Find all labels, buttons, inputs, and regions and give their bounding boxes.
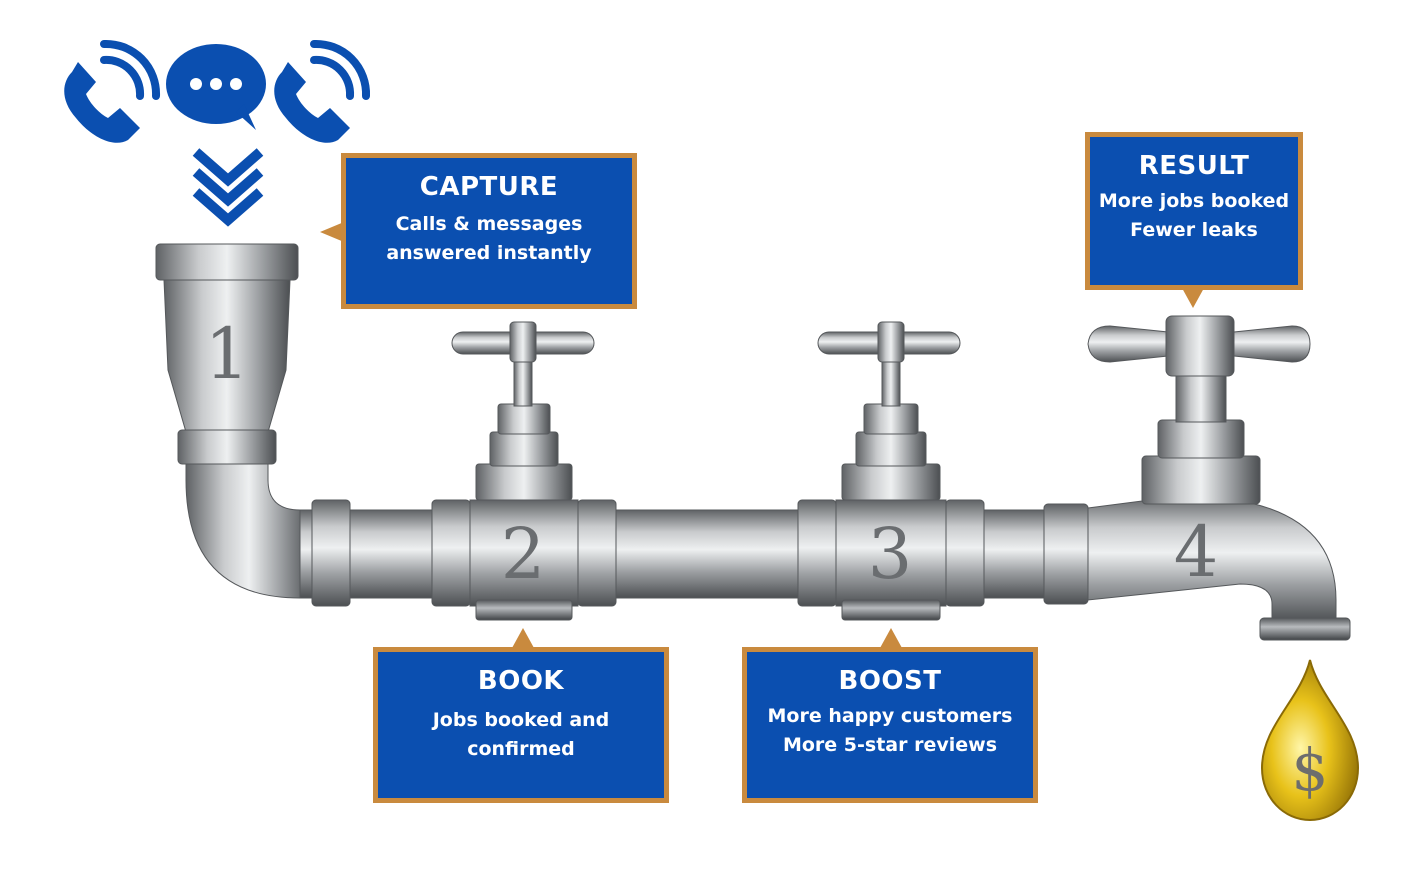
callout-title: BOOK — [477, 666, 565, 696]
callout-line: Calls & messages — [395, 213, 583, 235]
gold-drop-icon: $ — [1260, 659, 1360, 822]
callout-title: RESULT — [1138, 151, 1250, 181]
phone-call-icon — [274, 39, 371, 143]
stage-number-2: 2 — [501, 513, 546, 595]
chevron-down-icon — [192, 148, 264, 227]
callout-line: Fewer leaks — [1130, 219, 1258, 241]
valve-book — [451, 321, 595, 621]
callout-capture: CAPTURE Calls & messages answered instan… — [341, 153, 637, 309]
callout-body: More happy customers More 5-star reviews — [747, 702, 1033, 760]
callout-body: Jobs booked and confirmed — [378, 706, 664, 764]
callout-body: More jobs booked Fewer leaks — [1090, 187, 1298, 245]
callout-boost: BOOST More happy customers More 5-star r… — [742, 647, 1038, 803]
stage-number-4: 4 — [1174, 511, 1219, 593]
chat-bubble-icon — [166, 44, 266, 130]
callout-book: BOOK Jobs booked and confirmed — [373, 647, 669, 803]
phone-call-icon — [64, 39, 161, 143]
stage-number-1: 1 — [205, 313, 250, 395]
stage-number-3: 3 — [868, 513, 913, 595]
callout-line: More 5-star reviews — [782, 734, 998, 756]
faucet-result — [1087, 315, 1351, 641]
callout-line: More jobs booked — [1098, 190, 1290, 212]
callout-line: Jobs booked and — [432, 709, 610, 731]
funnel-inlet — [155, 243, 313, 599]
callout-title: CAPTURE — [419, 172, 559, 202]
dollar-sign: $ — [1292, 736, 1329, 804]
callout-line: answered instantly — [386, 242, 592, 264]
callout-title: BOOST — [838, 666, 942, 696]
callout-result: RESULT More jobs booked Fewer leaks — [1085, 132, 1303, 290]
callout-line: confirmed — [467, 738, 575, 760]
valve-boost — [817, 321, 961, 621]
callout-line: More happy customers — [767, 705, 1013, 727]
callout-body: Calls & messages answered instantly — [346, 210, 632, 268]
